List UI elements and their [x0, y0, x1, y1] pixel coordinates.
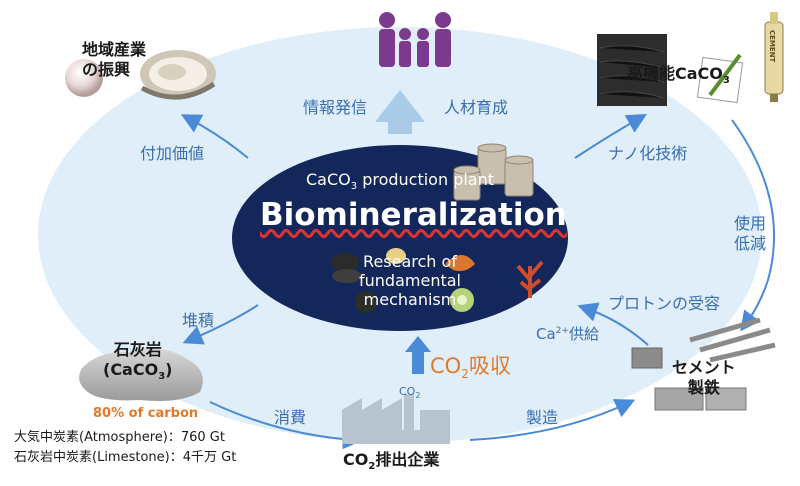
- limestone-rock-image: [79, 348, 203, 401]
- cement-tube-image: [764, 12, 784, 102]
- arrow-bottom-right: [469, 399, 636, 441]
- proton-acceptance-label: プロトンの受容: [608, 294, 721, 313]
- pearl-image: [65, 59, 103, 97]
- factory-image: [342, 394, 450, 444]
- cement-tube-text: CEMENT: [768, 30, 776, 63]
- center-title: Biomineralization: [260, 197, 567, 233]
- talent-development-label: 人材育成: [444, 98, 509, 117]
- co2-emitter-label: CO2排出企業: [343, 450, 440, 473]
- limestone-carbon-note: 石灰岩中炭素(Limestone)：4千万 Gt: [14, 450, 237, 465]
- storage-tanks-image: [453, 143, 534, 201]
- co2-absorb-arrow: [405, 336, 431, 374]
- plant-label: CaCO3 production plant: [305, 170, 495, 193]
- research-label: Research of fundamental mechanism: [359, 252, 461, 309]
- family-icon: [379, 12, 451, 67]
- arrow-right-cycle: [731, 119, 776, 332]
- arrow-left-down: [182, 304, 259, 345]
- arrow-bottom-left: [209, 401, 363, 450]
- arrow-right-up: [574, 114, 647, 159]
- paper-image: [696, 53, 744, 104]
- regional-industry-label: 地域産業 の振興: [82, 40, 147, 79]
- center-ellipse: [232, 145, 568, 331]
- cement-steel-label: セメント 製鉄: [672, 358, 736, 397]
- cement-blocks-image: [631, 317, 776, 411]
- consumption-label: 消費: [274, 408, 307, 427]
- oyster-image: [140, 50, 216, 100]
- carbon-headline: 80% of carbon: [93, 406, 199, 421]
- limestone-label: 石灰岩 (CaCO3): [103, 340, 173, 383]
- high-function-caco3-label: 高機能CaCO3: [627, 64, 730, 87]
- manufacture-label: 製造: [526, 408, 559, 427]
- arrow-cement-to-center: [577, 302, 649, 346]
- co2-small-label: CO2: [399, 385, 421, 401]
- usage-reduction-label: 使用 低減: [734, 214, 767, 253]
- atmosphere-carbon-note: 大気中炭素(Atmosphere)：760 Gt: [14, 430, 225, 445]
- added-value-label: 付加価値: [140, 144, 205, 163]
- arrow-left-up: [180, 114, 249, 159]
- calcium-supply-label: Ca2+供給: [536, 325, 599, 343]
- co2-absorption-label: CO2吸収: [430, 354, 511, 382]
- deposition-label: 堆積: [182, 311, 215, 330]
- nanotechnology-label: ナノ化技術: [608, 144, 688, 163]
- info-dissemination-label: 情報発信: [303, 98, 368, 117]
- marine-organisms-image: [331, 248, 544, 313]
